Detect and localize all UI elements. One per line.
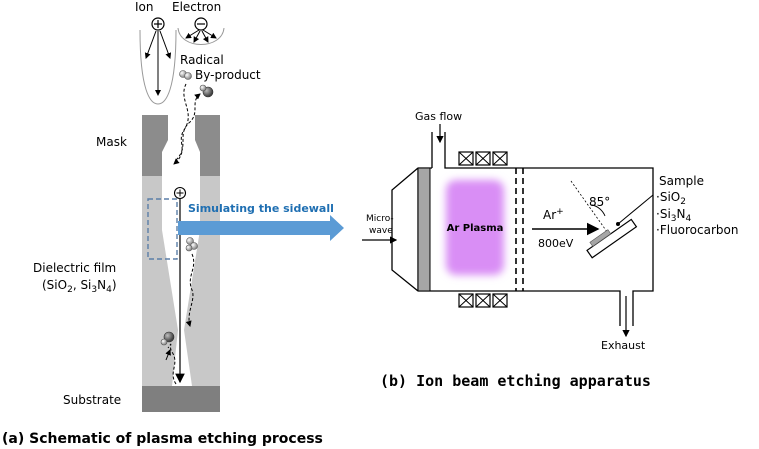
ion-distribution bbox=[139, 17, 177, 105]
radical-molecule-top bbox=[179, 70, 192, 80]
sample-holder bbox=[586, 218, 638, 259]
dielectric-formula: (SiO2, Si3N4) bbox=[42, 278, 117, 295]
sample-pointer bbox=[617, 194, 654, 225]
magnet-coils-bottom bbox=[458, 293, 508, 308]
electron-label: Electron bbox=[172, 0, 221, 14]
ion-in-trench bbox=[173, 186, 187, 200]
caption-b: (b) Ion beam etching apparatus bbox=[380, 372, 651, 390]
angle-arc bbox=[591, 204, 606, 217]
angle-label: 85° bbox=[589, 195, 610, 209]
panel-b: Gas flow Micro- wave Ar Plasma bbox=[362, 110, 738, 390]
sample-item-si3n4: ·Si3N4 bbox=[656, 207, 692, 224]
caption-a: (a) Schematic of plasma etching process bbox=[2, 431, 323, 447]
substrate-label: Substrate bbox=[63, 393, 121, 407]
microwave-label-1: Micro- bbox=[366, 214, 394, 224]
sample-item-sio2: ·SiO2 bbox=[656, 190, 686, 207]
magnet-coils-top bbox=[458, 151, 508, 166]
electron-distribution bbox=[177, 17, 225, 45]
byproduct-path-bottom bbox=[167, 343, 177, 385]
energy-label: 800eV bbox=[538, 237, 574, 250]
sample-label: Sample bbox=[659, 174, 704, 188]
ar-label: Ar+ bbox=[543, 207, 564, 222]
mask-right bbox=[195, 115, 220, 176]
byproduct-molecule-bottom bbox=[160, 331, 175, 346]
exhaust-label: Exhaust bbox=[601, 339, 646, 352]
ion-label: Ion bbox=[135, 0, 154, 14]
ar-plasma-glow bbox=[446, 180, 504, 275]
gas-flow-label: Gas flow bbox=[415, 110, 462, 123]
microwave-label-2: wave bbox=[369, 226, 393, 236]
simulating-arrow bbox=[178, 215, 344, 241]
microwave-horn bbox=[391, 167, 419, 292]
mask-left bbox=[142, 115, 168, 176]
simulating-label: Simulating the sidewall bbox=[188, 202, 334, 215]
radical-label: Radical bbox=[180, 53, 224, 67]
byproduct-molecule-top bbox=[199, 84, 214, 98]
mask-label: Mask bbox=[96, 135, 127, 149]
ar-plasma-label: Ar Plasma bbox=[447, 223, 504, 234]
byproduct-path-arrowhead bbox=[165, 349, 171, 361]
sample-normal-line bbox=[570, 180, 611, 237]
byproduct-path-up bbox=[175, 93, 201, 161]
microwave-window bbox=[417, 167, 431, 292]
radical-path-bottom bbox=[185, 253, 195, 327]
substrate bbox=[142, 386, 220, 412]
radical-path-down bbox=[173, 83, 189, 165]
sidewall-selection-box bbox=[147, 198, 178, 260]
sample-pointer-dot bbox=[616, 222, 620, 226]
byproduct-label: By-product bbox=[195, 68, 261, 82]
radical-molecule-mid bbox=[185, 237, 198, 252]
chamber-outline bbox=[418, 132, 654, 326]
sample-item-fluorocarbon: ·Fluorocarbon bbox=[656, 223, 738, 237]
panel-a: Ion Electron Radical By-product bbox=[2, 0, 344, 447]
dielectric-label: Dielectric film bbox=[33, 261, 116, 275]
